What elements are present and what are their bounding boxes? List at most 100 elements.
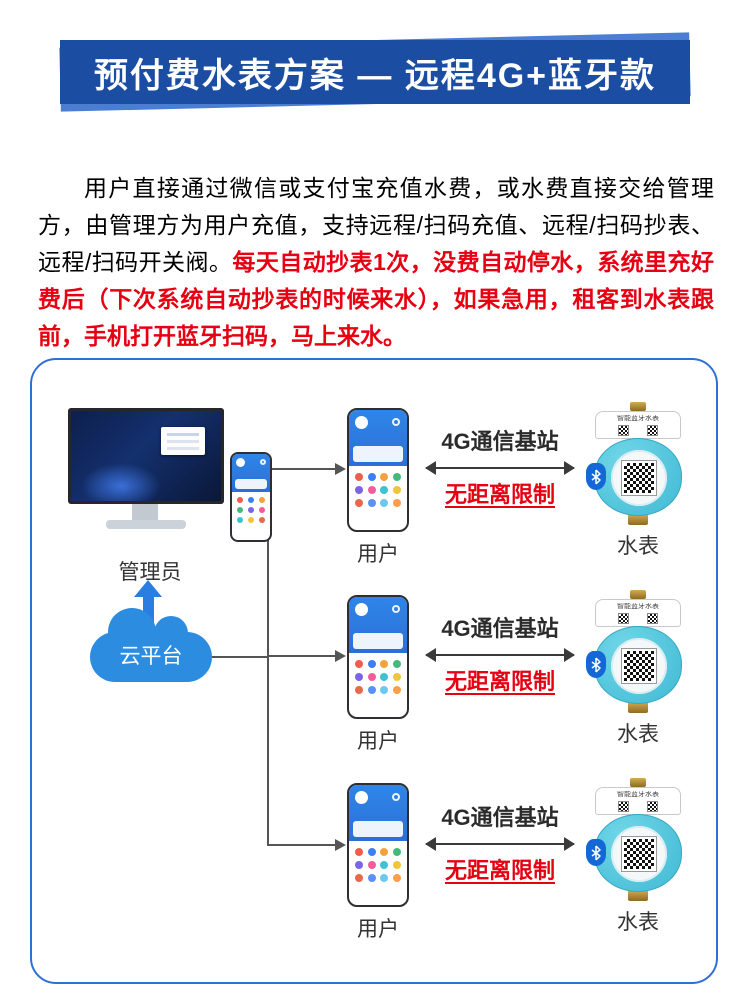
- arrowhead-icon: [335, 839, 346, 851]
- diagram-container: 管理员 云平台 用户 4G通信基站: [30, 358, 718, 984]
- notification-icon: [392, 605, 400, 613]
- user-label: 用户: [357, 918, 399, 941]
- meter-box-title: 智能蓝牙水表: [617, 415, 659, 422]
- meter-pipe-fitting: [628, 702, 648, 713]
- connector-branch-2: [267, 655, 337, 657]
- meter-qr-pair: [600, 425, 676, 436]
- banner-plate: 预付费水表方案 — 远程4G+蓝牙款: [60, 40, 690, 104]
- qr-code-icon: [618, 613, 629, 624]
- qr-code-icon: [647, 613, 658, 624]
- cloud-platform: 云平台: [90, 608, 212, 682]
- meter-face: [611, 450, 667, 506]
- intro-text-red: 每天自动抄表1次，没费自动停水，系统里充好费后（下次系统自动抄表的时候来水），如…: [38, 249, 715, 349]
- meter-label-box: 智能蓝牙水表: [595, 599, 681, 627]
- admin-phone-header: [232, 454, 270, 492]
- notification-icon: [260, 459, 266, 465]
- monitor-stand-base: [106, 520, 186, 529]
- meter-label: 水表: [617, 911, 659, 934]
- user-label: 用户: [357, 543, 399, 566]
- phone-header: [349, 410, 407, 466]
- bluetooth-icon: [586, 839, 606, 866]
- station-label: 4G通信基站: [441, 805, 559, 830]
- app-icons-grid: [349, 466, 407, 514]
- qr-code-icon: [621, 836, 657, 872]
- arrowhead-icon: [335, 650, 346, 662]
- meter-box-title: 智能蓝牙水表: [617, 791, 659, 798]
- link-group: 4G通信基站 无距离限制: [420, 800, 580, 885]
- app-icons-grid: [349, 653, 407, 701]
- qr-code-icon: [618, 801, 629, 812]
- user-label: 用户: [357, 730, 399, 753]
- meter-pipe-fitting: [628, 514, 648, 525]
- meter-face: [611, 638, 667, 694]
- intro-paragraph: 用户直接通过微信或支付宝充值水费，或水费直接交给管理方，由管理方为用户充值，支持…: [38, 170, 714, 355]
- meter-qr-pair: [600, 613, 676, 624]
- bluetooth-icon: [586, 463, 606, 490]
- connector-branch-1: [267, 468, 337, 470]
- water-meter: 智能蓝牙水表: [582, 590, 694, 713]
- meter-label-box: 智能蓝牙水表: [595, 411, 681, 439]
- connector-branch-3: [267, 844, 337, 846]
- limit-label: 无距离限制: [444, 858, 555, 883]
- meter-body: [586, 438, 682, 516]
- app-icons-grid: [232, 492, 270, 528]
- user-phone: [347, 408, 409, 532]
- notification-icon: [392, 418, 400, 426]
- meter-qr-pair: [600, 801, 676, 812]
- meter-face: [611, 826, 667, 882]
- arrowhead-icon: [335, 463, 346, 475]
- intro-text-black: 用户直接通过微信或支付宝充值水费，或水费直接交给管理方，由管理方为用户充值，支持…: [38, 175, 714, 275]
- double-arrow-icon: [425, 461, 575, 475]
- monitor-dashboard-graphic: [81, 463, 161, 501]
- admin-phone: [230, 452, 272, 542]
- meter-pipe-fitting: [630, 778, 646, 787]
- meter-body: [586, 626, 682, 704]
- station-label: 4G通信基站: [441, 616, 559, 641]
- phone-header: [349, 597, 407, 653]
- avatar-icon: [355, 603, 368, 616]
- meter-pipe-fitting: [630, 590, 646, 599]
- avatar-icon: [236, 458, 245, 467]
- meter-label: 水表: [617, 723, 659, 746]
- user-phone: [347, 595, 409, 719]
- water-meter: 智能蓝牙水表: [582, 402, 694, 525]
- meter-body: [586, 814, 682, 892]
- meter-label-box: 智能蓝牙水表: [595, 787, 681, 815]
- phone-card: [353, 446, 403, 462]
- admin-workstation: [60, 408, 272, 573]
- phone-card: [235, 479, 267, 489]
- link-group: 4G通信基站 无距离限制: [420, 424, 580, 509]
- phone-card: [353, 633, 403, 649]
- user-phone: [347, 783, 409, 907]
- cloud-label: 云平台: [119, 645, 183, 668]
- qr-code-icon: [621, 460, 657, 496]
- qr-code-icon: [647, 801, 658, 812]
- meter-pipe-fitting: [630, 402, 646, 411]
- qr-code-icon: [647, 425, 658, 436]
- limit-label: 无距离限制: [444, 669, 555, 694]
- admin-label: 管理员: [118, 561, 182, 584]
- phone-card: [353, 821, 403, 837]
- app-icons-grid: [349, 841, 407, 889]
- avatar-icon: [355, 791, 368, 804]
- connector-cloud: [212, 656, 267, 658]
- monitor-popup-window: [161, 427, 205, 455]
- double-arrow-icon: [425, 648, 575, 662]
- monitor-stand-neck: [132, 504, 158, 520]
- meter-box-title: 智能蓝牙水表: [617, 603, 659, 610]
- link-group: 4G通信基站 无距离限制: [420, 611, 580, 696]
- notification-icon: [392, 793, 400, 801]
- monitor-screen: [71, 411, 221, 501]
- limit-label: 无距离限制: [444, 482, 555, 507]
- station-label: 4G通信基站: [441, 429, 559, 454]
- qr-code-icon: [618, 425, 629, 436]
- title-banner: 预付费水表方案 — 远程4G+蓝牙款: [59, 32, 691, 112]
- avatar-icon: [355, 416, 368, 429]
- qr-code-icon: [621, 648, 657, 684]
- meter-pipe-fitting: [628, 890, 648, 901]
- double-arrow-icon: [425, 837, 575, 851]
- monitor: [68, 408, 224, 504]
- water-meter: 智能蓝牙水表: [582, 778, 694, 901]
- page-title: 预付费水表方案 — 远程4G+蓝牙款: [93, 56, 657, 95]
